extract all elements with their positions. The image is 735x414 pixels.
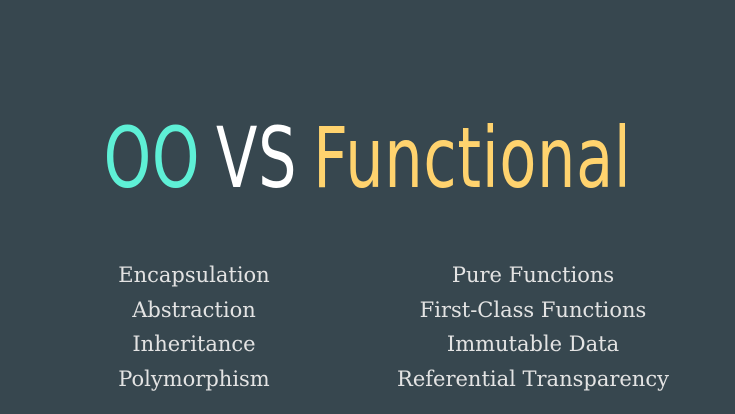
title-vs: VS (216, 109, 298, 207)
title-functional: Functional (313, 109, 632, 207)
list-item: Immutable Data (446, 332, 620, 356)
title-oo: OO (103, 109, 201, 207)
functional-concepts-list: Pure Functions First-Class Functions Imm… (383, 258, 683, 396)
list-item: Encapsulation (118, 263, 270, 287)
list-item: Abstraction (132, 297, 256, 322)
list-item: Pure Functions (451, 263, 615, 287)
list-item: Polymorphism (118, 366, 270, 391)
list-item: Inheritance (132, 332, 256, 356)
oo-concepts-list: Encapsulation Abstraction Inheritance Po… (44, 258, 344, 396)
list-item: First-Class Functions (419, 297, 647, 322)
list-item: Referential Transparency (397, 366, 669, 391)
